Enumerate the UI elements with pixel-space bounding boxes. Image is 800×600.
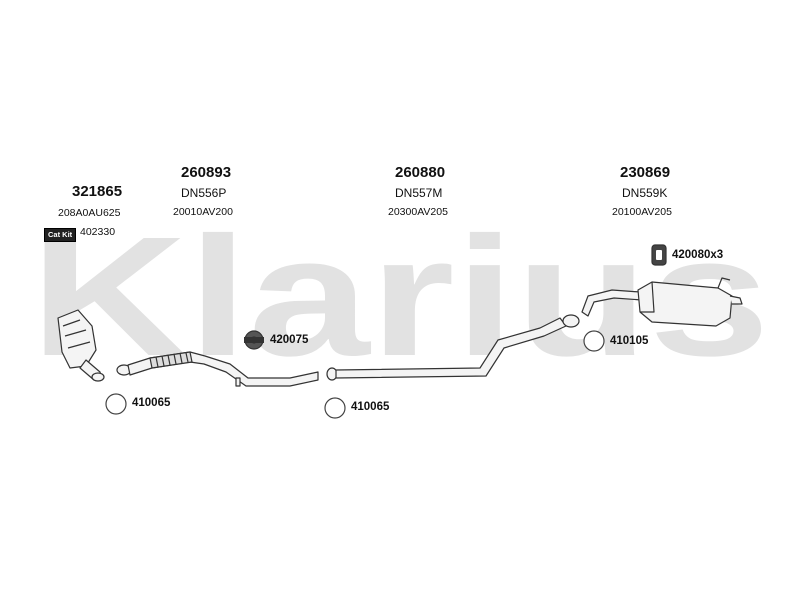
gasket-ring-icon <box>583 330 605 352</box>
cat-kit-number: 402330 <box>80 226 116 238</box>
dn-code: DN556P <box>181 186 227 200</box>
dn-code: DN559K <box>622 186 668 200</box>
ref-code: 20010AV200 <box>173 206 233 218</box>
gasket-ring-icon <box>105 393 127 415</box>
ref-code: 208A0AU625 <box>58 207 121 219</box>
ref-code: 20100AV205 <box>612 206 672 218</box>
fitting-label: 410065 <box>351 401 390 413</box>
hanger-icon <box>651 244 667 266</box>
fitting-label: 410105 <box>610 335 649 347</box>
part-number: 260880 <box>395 164 446 181</box>
part-number: 230869 <box>620 164 671 181</box>
fitting-label: 420080x3 <box>672 249 724 261</box>
dn-code: DN557M <box>395 186 443 200</box>
part-number: 260893 <box>181 164 232 181</box>
gasket-ring-icon <box>324 397 346 419</box>
fitting-label: 410065 <box>132 397 171 409</box>
cat-kit-badge: Cat Kit <box>44 228 77 242</box>
part-number: 321865 <box>72 183 123 200</box>
mounting-rubber-icon <box>244 330 264 350</box>
rear-silencer <box>581 277 743 327</box>
catalytic-converter <box>57 309 105 382</box>
centre-pipe <box>326 314 580 381</box>
fitting-label: 420075 <box>270 334 309 346</box>
front-pipe <box>116 351 319 387</box>
ref-code: 20300AV205 <box>388 206 448 218</box>
